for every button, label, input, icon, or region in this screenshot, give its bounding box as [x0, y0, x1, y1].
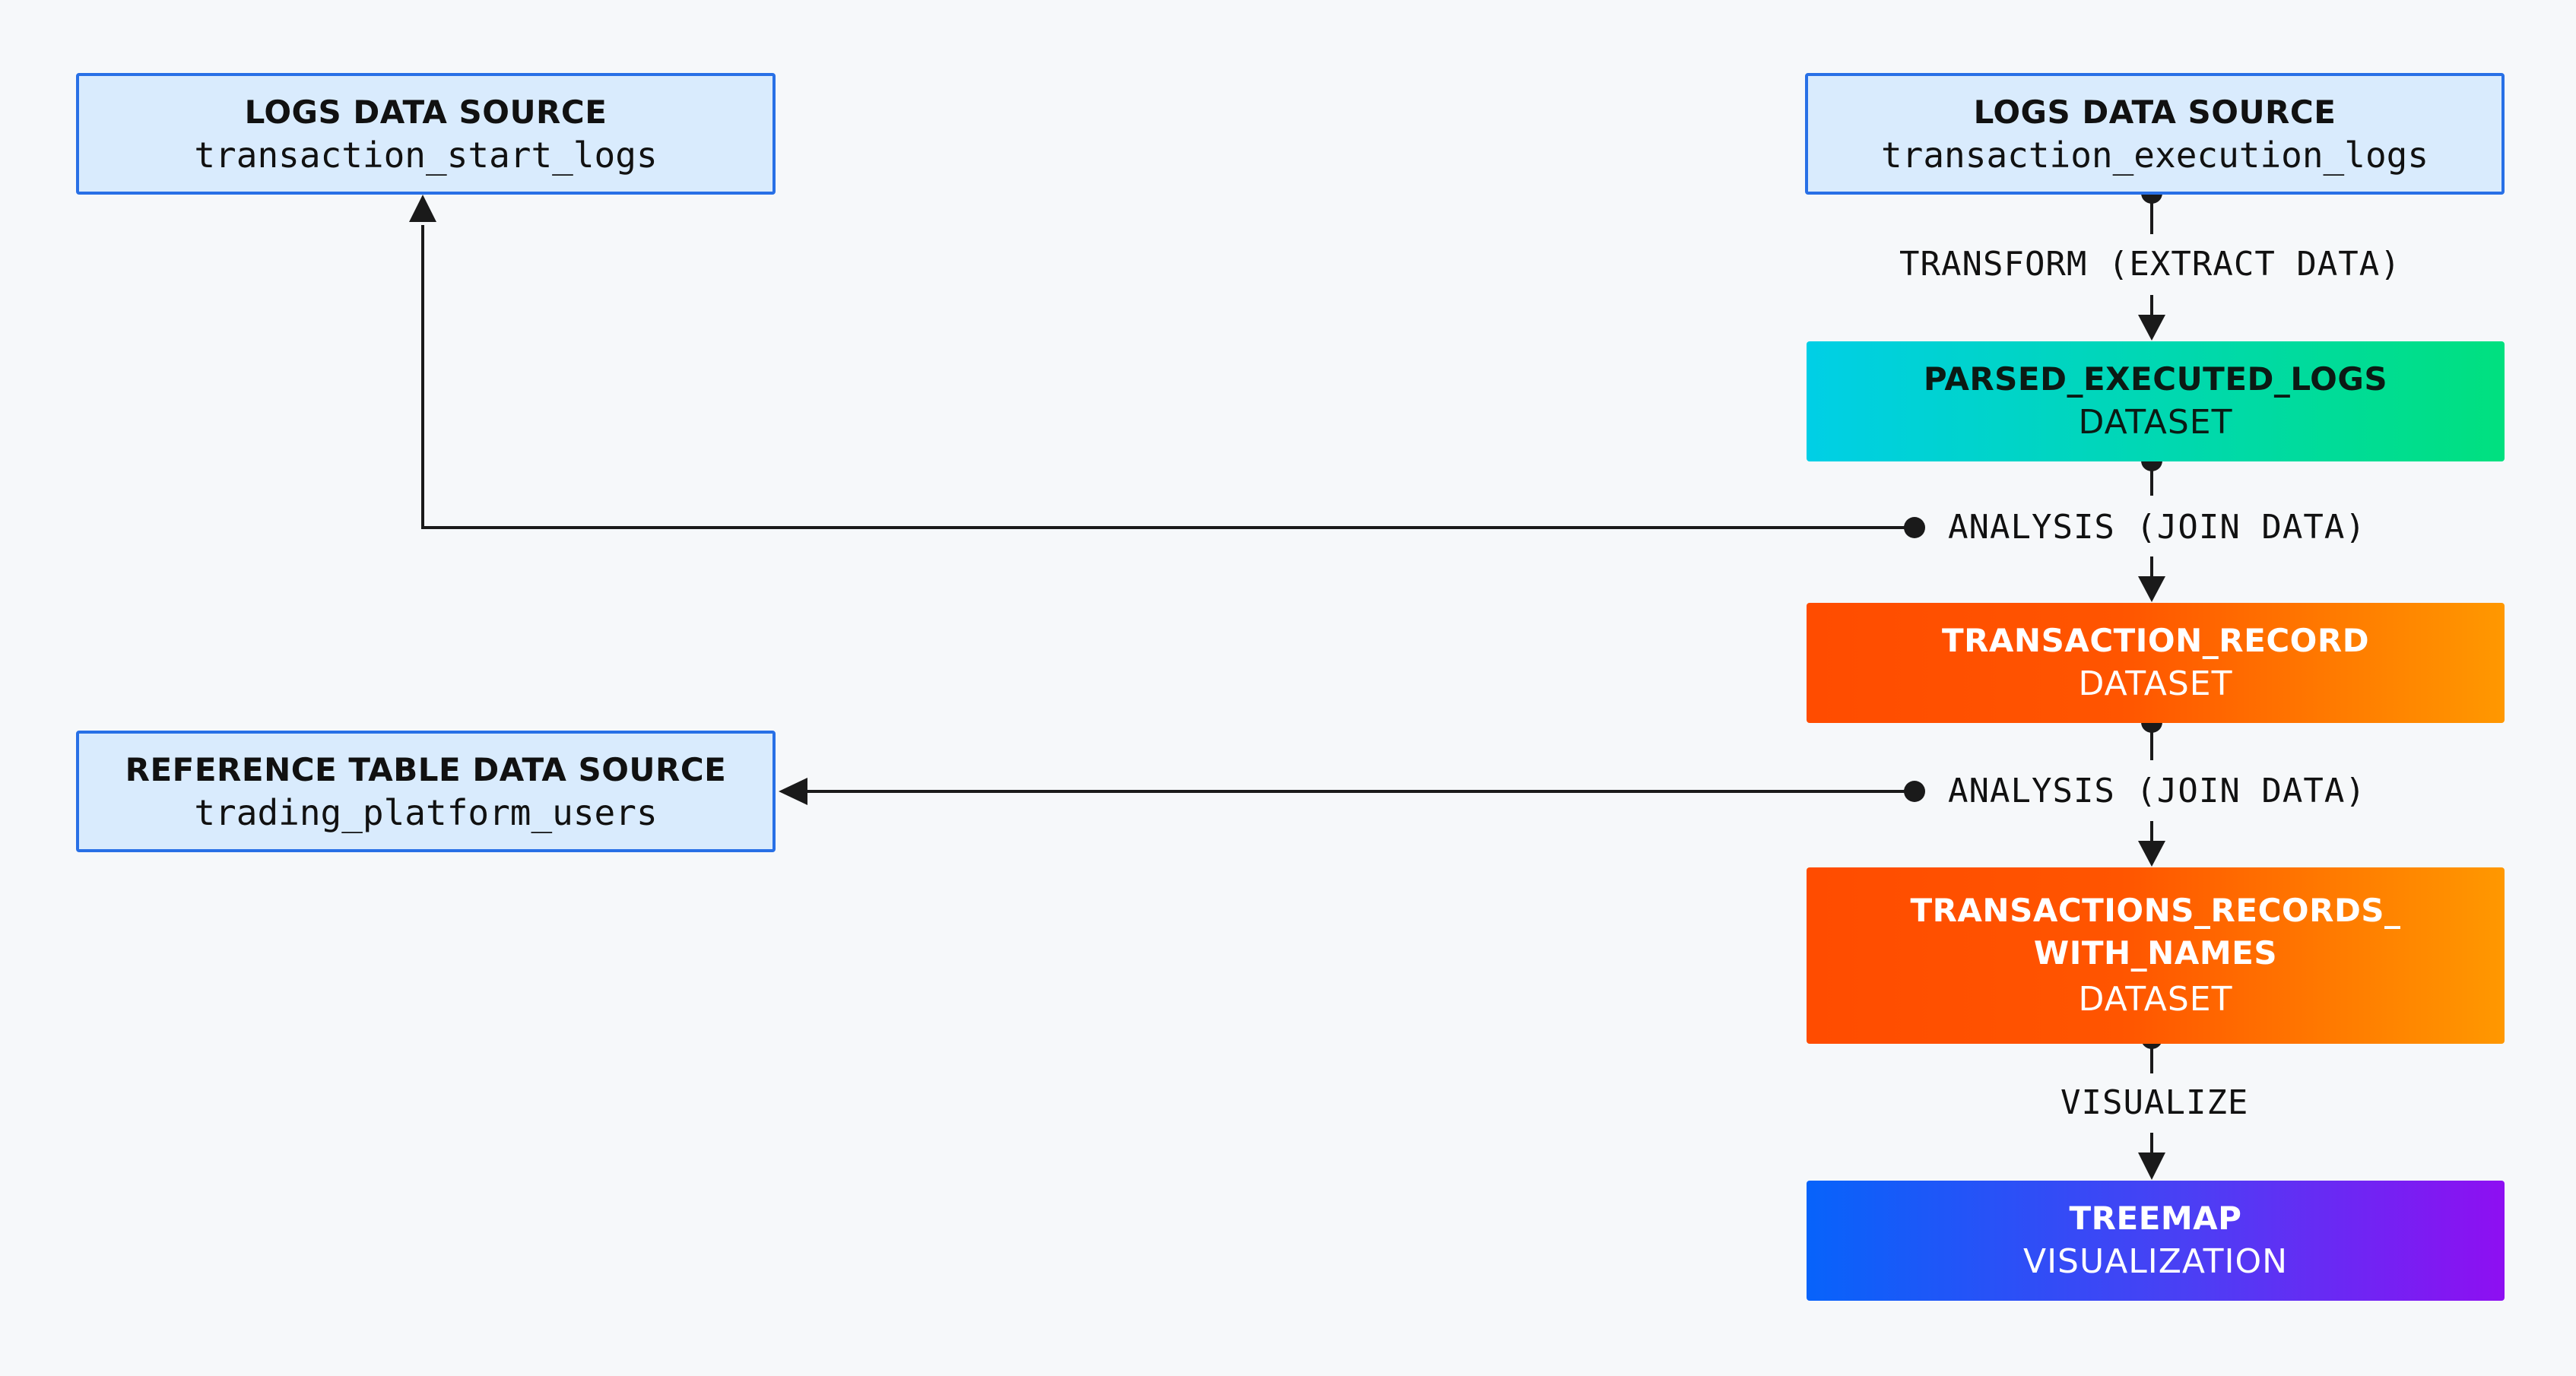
arrowhead-to-treemap — [2138, 1152, 2165, 1180]
edge-label-transform: TRANSFORM (EXTRACT DATA) — [1899, 245, 2401, 284]
node-transactions-records-with-names: TRANSACTIONS_RECORDS_ WITH_NAMES DATASET — [1807, 867, 2505, 1044]
node-transaction-start-logs: LOGS DATA SOURCE transaction_start_logs — [76, 73, 776, 195]
connector-analysis1-to-start-logs — [421, 225, 1915, 529]
node-trading-platform-users: REFERENCE TABLE DATA SOURCE trading_plat… — [76, 731, 776, 852]
arrowhead-to-start-logs — [409, 195, 436, 222]
edge-label-analysis-1: ANALYSIS (JOIN DATA) — [1948, 508, 2366, 547]
node-subtitle: DATASET — [2078, 980, 2233, 1019]
arrowhead-to-with-names — [2138, 841, 2165, 867]
edge-label-analysis-2: ANALYSIS (JOIN DATA) — [1948, 772, 2366, 810]
node-title: PARSED_EXECUTED_LOGS — [1923, 360, 2388, 398]
node-parsed-executed-logs: PARSED_EXECUTED_LOGS DATASET — [1807, 341, 2505, 461]
connector-dot-analysis1 — [1904, 517, 1925, 538]
arrowhead-to-parsed — [2138, 315, 2165, 341]
node-subtitle: transaction_start_logs — [194, 135, 658, 176]
node-subtitle: transaction_execution_logs — [1880, 135, 2429, 176]
edge-label-visualize: VISUALIZE — [2060, 1083, 2249, 1122]
node-treemap: TREEMAP VISUALIZATION — [1807, 1181, 2505, 1301]
node-title: LOGS DATA SOURCE — [244, 94, 608, 131]
node-title: TREEMAP — [2069, 1200, 2242, 1237]
node-title: REFERENCE TABLE DATA SOURCE — [125, 751, 727, 788]
node-title: LOGS DATA SOURCE — [1973, 94, 2336, 131]
node-subtitle: DATASET — [2078, 664, 2233, 703]
node-transaction-execution-logs: LOGS DATA SOURCE transaction_execution_l… — [1805, 73, 2505, 195]
arrowhead-to-reference — [779, 778, 807, 805]
connector-dot-analysis2 — [1904, 781, 1925, 802]
node-transaction-record: TRANSACTION_RECORD DATASET — [1807, 603, 2505, 723]
node-title: TRANSACTIONS_RECORDS_ WITH_NAMES — [1910, 892, 2401, 972]
arrowhead-to-record — [2138, 576, 2165, 602]
node-subtitle: trading_platform_users — [194, 792, 658, 833]
node-subtitle: VISUALIZATION — [2022, 1242, 2289, 1281]
node-title: TRANSACTION_RECORD — [1941, 622, 2370, 659]
node-subtitle: DATASET — [2078, 403, 2233, 442]
